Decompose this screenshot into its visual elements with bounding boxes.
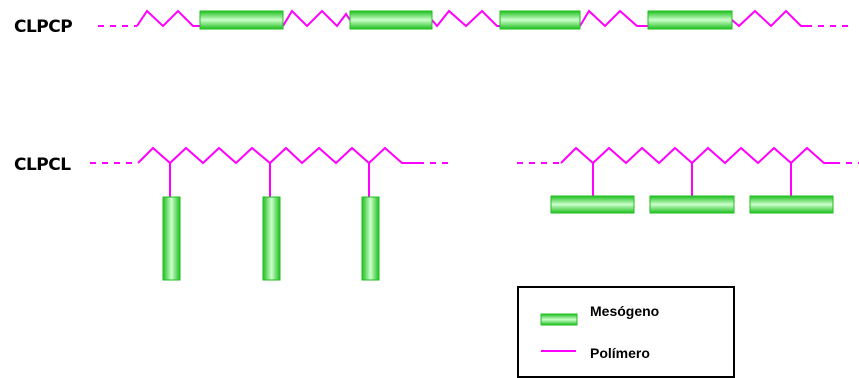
polymer-zigzag-backbone [560,146,834,165]
polymer-zigzag-segment [282,9,351,28]
mesogen-rod [262,196,281,281]
legend-polymer-label: Polímero [590,345,650,361]
mesogen-rod [199,10,284,30]
legend: Mesógeno Polímero [517,286,735,378]
legend-mesogen-label: Mesógeno [590,303,659,319]
main-chain-mesogens [199,10,733,30]
polymer-zigzag-backbone [137,146,418,165]
clpcl-label: CLPCL [14,155,71,175]
polymer-zigzag-segment [731,9,806,28]
mesogen-rod [361,196,380,281]
clpcp-label: CLPCP [14,17,72,37]
polymer-zigzag-segment [431,9,500,28]
mesogen-rod [499,10,581,30]
mesogen-rod [749,195,834,214]
main-chain-polymer [98,9,850,28]
legend-box [517,286,735,378]
polymer-zigzag-segment [579,9,648,28]
side-chain-polymer-vertical [90,146,448,197]
mesogen-rod [349,10,433,30]
legend-mesogen-swatch [540,313,578,326]
side-chain-mesogens-horizontal [550,195,834,214]
polymer-zigzag-segment [136,9,200,28]
side-chain-polymer-horizontal [517,146,859,196]
mesogen-rod [649,195,735,214]
mesogen-rod [162,196,181,281]
mesogen-rod [647,10,733,30]
mesogen-rod [550,195,635,214]
side-chain-mesogens-vertical [162,196,380,281]
